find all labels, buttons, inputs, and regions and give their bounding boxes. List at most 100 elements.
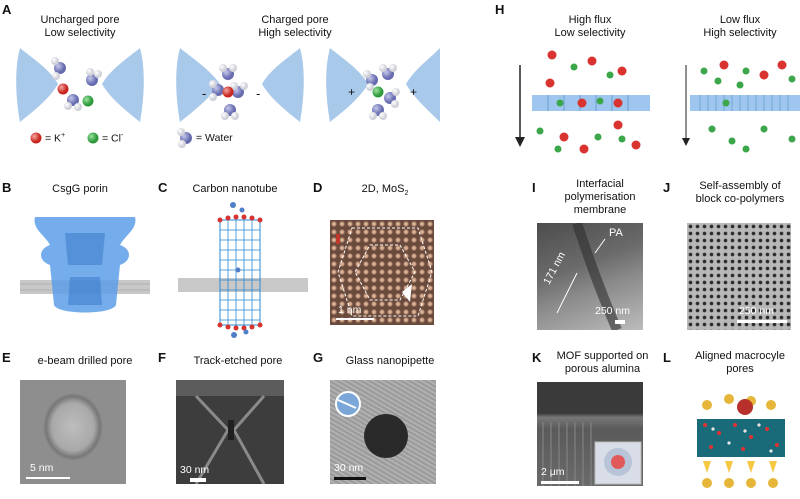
legend-water-swatch	[177, 128, 192, 148]
pore-wall-left	[326, 48, 368, 122]
panel-h-membrane-diagram	[515, 50, 800, 154]
panel-h-left-title-line2: Low selectivity	[554, 27, 626, 39]
water-molecule	[384, 88, 400, 108]
panel-label-f: F	[158, 350, 166, 365]
panel-l-title-line2: pores	[726, 363, 754, 375]
panel-j-scale-label: 250 nm	[739, 305, 775, 317]
charge-plus-right: +	[410, 85, 418, 99]
panel-h-left-title-line1: High flux	[568, 14, 612, 26]
panel-a-left-title-line1: Uncharged pore	[40, 14, 120, 26]
nanotube-body	[219, 219, 261, 326]
panel-i-tem-image: PA 171 nm 250 nm	[537, 223, 643, 330]
panel-g-scale-label: 30 nm	[334, 462, 364, 474]
legend-cl-swatch	[87, 132, 99, 144]
panel-label-b: B	[2, 180, 12, 195]
panel-i-scale-bar	[615, 320, 625, 324]
k-ion	[222, 86, 234, 98]
panel-b-csgg-porin	[20, 217, 150, 313]
k-ion	[57, 83, 69, 95]
cl-ion	[372, 86, 384, 98]
water-molecule	[230, 82, 248, 98]
panel-label-c: C	[158, 180, 168, 195]
water-molecule	[209, 80, 224, 101]
panel-i-overlay	[556, 223, 622, 330]
lipid-membrane	[178, 278, 308, 292]
panel-l-title: Aligned macrocyle pores	[685, 350, 795, 376]
panel-j-scale-bar	[737, 320, 787, 323]
panel-j-title-line1: Self-assembly of	[699, 180, 781, 192]
panel-k-title-line1: MOF supported on	[556, 350, 649, 362]
charge-minus-right: -	[256, 86, 261, 101]
panel-a-pore-diagrams	[16, 48, 440, 148]
panel-c-carbon-nanotube	[178, 202, 308, 338]
panel-h-right-title-line2: High selectivity	[703, 27, 777, 39]
panel-e-tem-image: 5 nm	[20, 380, 126, 484]
arrow-head	[515, 137, 525, 147]
panel-label-g: G	[313, 350, 324, 365]
panel-k-title: MOF supported on porous alumina	[545, 350, 660, 376]
large-ion	[737, 399, 753, 415]
membrane-right	[690, 95, 800, 111]
panel-d-mos2-image: 1 nm	[330, 220, 434, 325]
cl-ion	[82, 95, 94, 107]
panel-a-right-title-line1: Charged pore	[261, 14, 329, 26]
panel-f-scale-bar	[190, 478, 206, 482]
panel-i-title-line2: polymerisation	[564, 191, 636, 203]
panel-e-scale-label: 5 nm	[30, 462, 54, 474]
panel-g-overlay	[335, 391, 408, 458]
water-molecule	[369, 104, 387, 120]
panel-label-a: A	[2, 2, 12, 17]
charge-plus-left: +	[348, 85, 356, 99]
panel-l-macrocycle-diagram	[697, 394, 785, 488]
panel-d-hexagon-overlay	[336, 227, 433, 317]
panel-label-k: K	[532, 350, 542, 365]
panel-k-overlay	[542, 422, 642, 486]
water-molecule	[363, 70, 378, 91]
arrow-head	[682, 138, 690, 146]
panel-a-right-title-line2: High selectivity	[258, 27, 332, 39]
panel-d-scale-bar	[336, 318, 374, 320]
pore-wall-right	[262, 48, 304, 122]
panel-j-title-line2: block co-polymers	[695, 193, 785, 205]
panel-f-title: Track-etched pore	[193, 355, 283, 367]
panel-d-scale-label: 1 nm	[338, 304, 362, 316]
panel-label-j: J	[663, 180, 671, 195]
panel-g-title: Glass nanopipette	[345, 355, 435, 367]
membrane-left	[532, 95, 650, 111]
panel-f-overlay	[176, 380, 284, 484]
water-molecule	[64, 94, 82, 111]
panel-k-scale-bar	[541, 481, 579, 484]
panel-i-pa-label: PA	[609, 227, 623, 239]
panel-i-scale-label: 250 nm	[595, 305, 631, 317]
panel-e-scale-bar	[26, 477, 70, 479]
pore-wall-left	[16, 48, 58, 122]
panel-k-sem-image: 2 μm	[537, 382, 643, 486]
legend-cl-label: = Cl-	[102, 132, 124, 145]
panel-h-right-title-line1: Low flux	[719, 14, 761, 26]
panel-f-sem-image: 30 nm	[176, 380, 284, 484]
panel-a-right-title: Charged pore High selectivity	[210, 14, 380, 40]
legend-k-label: = K+	[45, 132, 66, 145]
water-molecule	[51, 57, 66, 80]
panel-i-title-line1: Interfacial	[576, 178, 624, 190]
panel-k-scale-label: 2 μm	[541, 466, 565, 478]
panel-b-title: CsgG porin	[52, 183, 108, 195]
panel-l-title-line1: Aligned macrocyle	[695, 350, 785, 362]
legend-k-swatch	[30, 132, 42, 144]
panel-label-h: H	[495, 2, 505, 17]
arrow-icon	[402, 284, 412, 302]
panel-label-e: E	[2, 350, 11, 365]
panel-h-left-title: High flux Low selectivity	[530, 14, 650, 40]
pore-wall-right	[406, 48, 440, 122]
panel-d-title: 2D, MoS2	[361, 183, 409, 198]
panel-h-right-title: Low flux High selectivity	[680, 14, 800, 40]
panel-f-scale-label: 30 nm	[180, 464, 210, 476]
water-molecule	[379, 64, 397, 80]
panel-label-i: I	[532, 180, 536, 195]
panel-label-l: L	[663, 350, 671, 365]
panel-a-left-title: Uncharged pore Low selectivity	[20, 14, 140, 40]
panel-g-scale-bar	[334, 477, 366, 480]
panel-k-title-line2: porous alumina	[564, 363, 641, 375]
pore-wall-right	[102, 48, 144, 122]
panel-j-title: Self-assembly of block co-polymers	[685, 180, 795, 206]
